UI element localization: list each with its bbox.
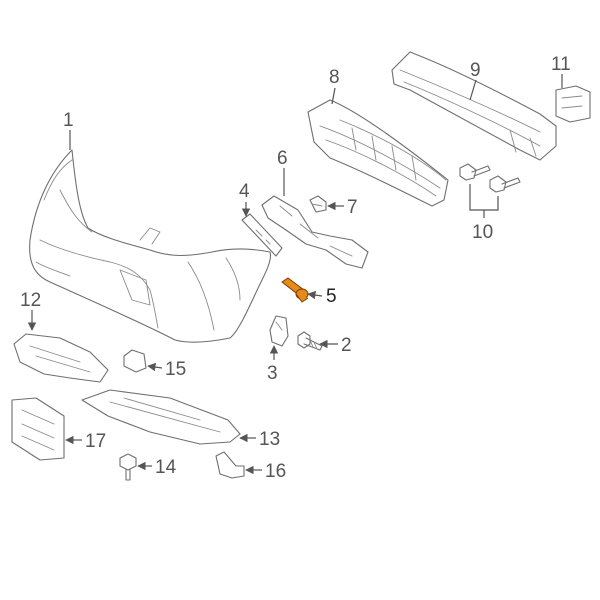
part-3-bracket[interactable] <box>269 315 289 347</box>
part-9-reinforcement[interactable] <box>391 51 557 161</box>
callout-7: 7 <box>347 197 358 218</box>
callout-11: 11 <box>551 54 571 75</box>
part-14-bolt[interactable] <box>119 453 137 481</box>
part-6-bracket[interactable] <box>261 195 369 269</box>
callout-1: 1 <box>63 110 74 131</box>
leader-5 <box>307 290 323 300</box>
part-8-grille[interactable] <box>307 99 449 207</box>
leader-8 <box>331 87 336 105</box>
part-7-clip[interactable] <box>309 195 327 213</box>
callout-9: 9 <box>470 60 481 81</box>
part-13-lower-shield[interactable] <box>81 389 241 445</box>
callout-10: 10 <box>472 222 493 243</box>
leader-9 <box>469 79 477 101</box>
part-12-splash-shield[interactable] <box>13 333 109 383</box>
callout-16: 16 <box>265 461 286 482</box>
callout-14: 14 <box>155 457 177 478</box>
part-11-sensor-bracket[interactable] <box>555 85 591 123</box>
callout-12: 12 <box>20 290 41 311</box>
part-5-bolt-highlighted[interactable] <box>281 277 309 303</box>
leader-10-bracket <box>469 184 499 211</box>
part-10-bolts[interactable] <box>459 163 521 193</box>
part-15-clip[interactable] <box>123 349 147 373</box>
callout-15: 15 <box>165 359 186 380</box>
part-16-bracket[interactable] <box>215 451 245 479</box>
callout-2: 2 <box>341 335 352 356</box>
part-17-license-bracket[interactable] <box>11 397 65 461</box>
part-1-bumper-cover[interactable] <box>29 149 272 343</box>
callout-8: 8 <box>329 67 340 88</box>
part-2-bolt[interactable] <box>297 331 323 351</box>
callout-13: 13 <box>259 429 280 450</box>
leader-15 <box>147 362 163 372</box>
callout-17: 17 <box>85 431 106 452</box>
callout-4: 4 <box>239 181 250 202</box>
callout-6: 6 <box>277 148 288 169</box>
callout-3: 3 <box>267 363 278 384</box>
callout-5: 5 <box>326 286 337 307</box>
